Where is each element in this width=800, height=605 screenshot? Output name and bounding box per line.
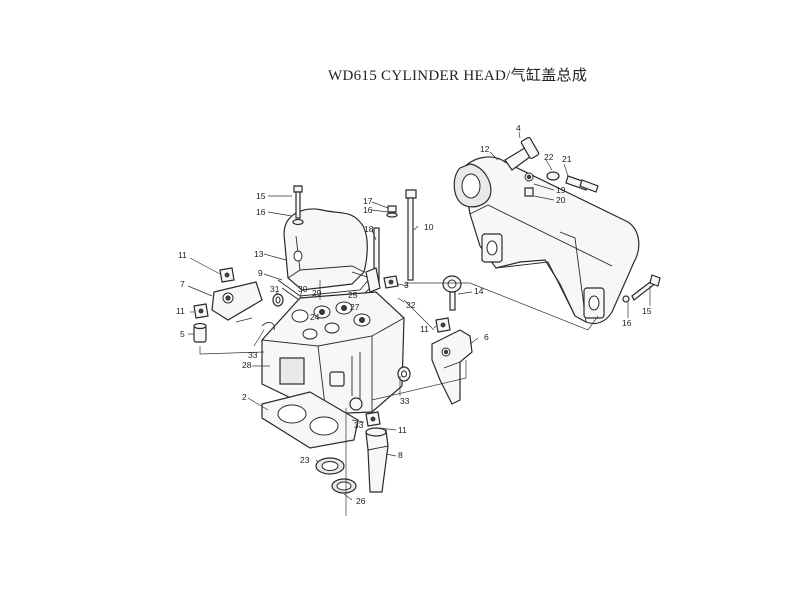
small-hardware-right <box>524 171 599 197</box>
lifting-eye-14 <box>442 275 462 311</box>
callout-3: 3 <box>404 280 409 290</box>
seal-ring-26 <box>331 478 357 494</box>
cover-bolt-15 <box>292 185 304 226</box>
seal-31 <box>272 293 284 307</box>
callout-16-mid: 16 <box>363 205 373 215</box>
nut-11-top <box>219 267 235 283</box>
stud-18 <box>365 205 398 293</box>
leader-lines <box>187 131 651 516</box>
callout-17: 17 <box>363 196 373 206</box>
head-gasket <box>261 391 359 449</box>
nut-3 <box>383 275 399 289</box>
callout-23: 23 <box>300 455 310 465</box>
callout-15-top: 15 <box>256 191 266 201</box>
injector-sleeve-8 <box>365 427 389 493</box>
diagram-title: WD615 CYLINDER HEAD/气缸盖总成 <box>328 68 588 84</box>
clip-33-lower <box>349 397 363 411</box>
callout-30: 30 <box>298 284 308 294</box>
callout-11-a: 11 <box>178 250 187 260</box>
callout-33-a: 33 <box>248 350 258 360</box>
washer-33 <box>397 366 411 382</box>
callout-4: 4 <box>516 123 521 133</box>
callout-11-b: 11 <box>176 306 185 316</box>
callout-11-d: 11 <box>398 425 407 435</box>
callout-18: 18 <box>364 224 374 234</box>
callout-7: 7 <box>180 279 185 289</box>
nut-11-side <box>193 303 209 319</box>
cylinder-head-cover <box>277 208 373 303</box>
callout-15-right: 15 <box>642 306 652 316</box>
callout-16-top: 16 <box>256 207 266 217</box>
callout-9: 9 <box>258 268 263 278</box>
nut-11-mid <box>435 317 451 333</box>
callout-33-c: 33 <box>354 420 364 430</box>
callout-31: 31 <box>270 284 280 294</box>
clamp-6 <box>431 329 473 405</box>
callout-22: 22 <box>544 152 554 162</box>
callout-33-b: 33 <box>400 396 410 406</box>
callout-10: 10 <box>424 222 434 232</box>
callout-6: 6 <box>484 332 489 342</box>
callout-20: 20 <box>556 195 566 205</box>
nut-11-bottom <box>365 411 381 427</box>
exhaust-manifold <box>453 156 640 325</box>
rocker-support-7 <box>211 281 263 321</box>
manifold-bolt-15 <box>622 274 661 303</box>
callout-28: 28 <box>242 360 252 370</box>
cylinder-head-body <box>261 291 405 415</box>
callout-25: 25 <box>348 290 358 300</box>
callout-24: 24 <box>310 312 320 322</box>
callout-21: 21 <box>562 154 572 164</box>
callout-12: 12 <box>480 144 490 154</box>
callout-19: 19 <box>556 185 566 195</box>
callout-8: 8 <box>398 450 403 460</box>
callout-5: 5 <box>180 329 185 339</box>
callout-27: 27 <box>350 302 360 312</box>
seal-ring-23 <box>315 457 345 475</box>
sleeve-5 <box>193 322 207 343</box>
callout-11-c: 11 <box>420 324 429 334</box>
long-bolt-10 <box>405 189 417 281</box>
callout-14: 14 <box>474 286 484 296</box>
clip-33-left <box>261 322 275 331</box>
callouts: 15 16 13 9 11 7 11 5 31 30 29 25 27 24 3… <box>176 123 652 506</box>
sensor-pipe <box>504 136 540 171</box>
callout-32: 32 <box>406 300 416 310</box>
callout-29: 29 <box>312 288 322 298</box>
callout-16-right: 16 <box>622 318 632 328</box>
callout-13: 13 <box>254 249 264 259</box>
callout-26: 26 <box>356 496 366 506</box>
callout-2: 2 <box>242 392 247 402</box>
